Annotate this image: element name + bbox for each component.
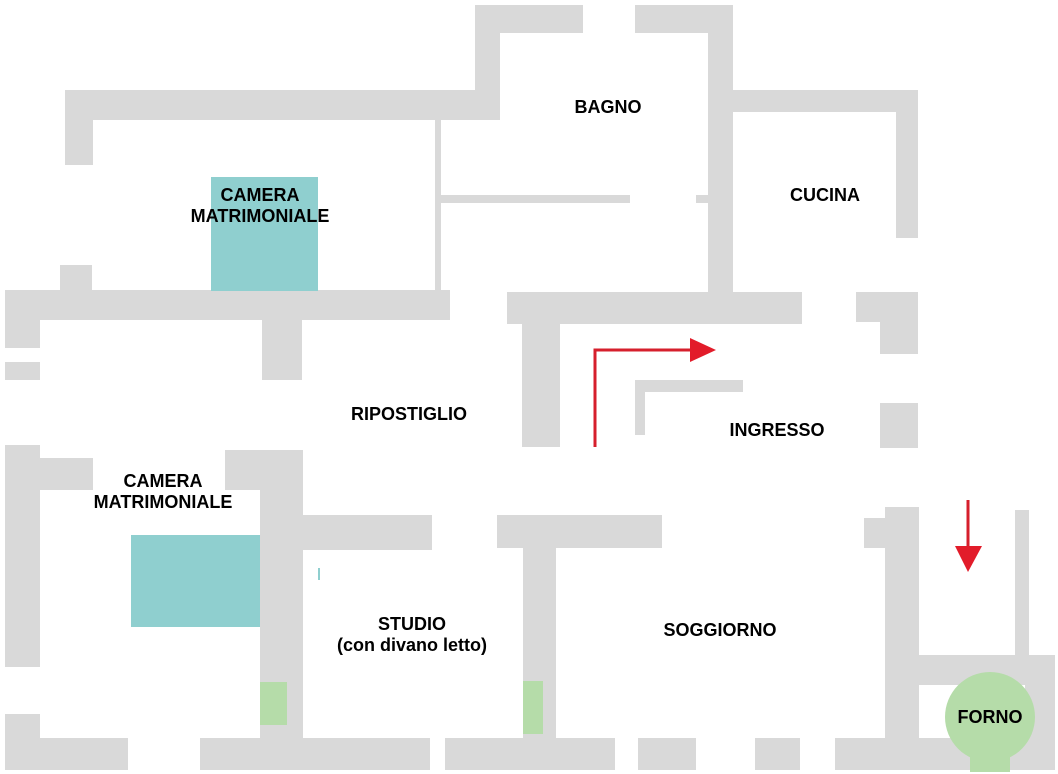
wall: [5, 362, 40, 380]
wall: [5, 290, 40, 348]
wall: [635, 380, 743, 392]
wall: [65, 90, 93, 165]
wall: [445, 738, 615, 770]
label-forno: FORNO: [957, 707, 1023, 727]
wall: [497, 515, 662, 548]
wall: [5, 458, 93, 490]
label-cucina: CUCINA: [790, 185, 860, 205]
wall: [5, 738, 128, 770]
wall: [635, 380, 645, 435]
entrance-arrow: [593, 338, 716, 447]
wall: [755, 738, 800, 770]
label-camera-top-line1: CAMERA: [220, 185, 300, 205]
label-studio-line2: (con divano letto): [337, 635, 487, 655]
wall: [708, 5, 733, 295]
label-soggiorno: SOGGIORNO: [663, 620, 777, 640]
tick-mark: [318, 568, 320, 580]
wall: [880, 292, 918, 354]
label-camera-bottom-line1: CAMERA: [123, 471, 203, 491]
plant: [260, 682, 287, 725]
label-ripostiglio: RIPOSTIGLIO: [350, 404, 467, 424]
bed-bottom: [131, 535, 260, 627]
label-ingresso: INGRESSO: [729, 420, 825, 440]
wall: [65, 90, 500, 120]
thin-wall: [696, 195, 710, 203]
forno-circle: [945, 672, 1035, 762]
label-camera-bottom: CAMERA MATRIMONIALE: [73, 471, 253, 513]
walls: [5, 5, 1055, 770]
exit-arrow: [955, 500, 982, 572]
label-camera-top: CAMERA MATRIMONIALE: [170, 185, 350, 227]
label-camera-top-line2: MATRIMONIALE: [190, 206, 330, 226]
label-studio: STUDIO (con divano letto): [322, 614, 502, 656]
plant: [523, 681, 543, 734]
wall: [262, 290, 302, 380]
bed-top: [211, 177, 318, 291]
wall: [638, 738, 696, 770]
thin-wall: [435, 195, 630, 203]
wall: [522, 292, 560, 447]
wall: [896, 90, 918, 238]
forno-base: [970, 740, 1010, 772]
wall: [1015, 510, 1029, 658]
label-studio-line1: STUDIO: [377, 614, 446, 634]
wall: [708, 90, 918, 112]
wall: [885, 507, 919, 742]
wall: [260, 515, 432, 550]
label-bagno: BAGNO: [574, 97, 642, 117]
thin-wall: [435, 120, 441, 295]
label-camera-bottom-line2: MATRIMONIALE: [93, 492, 233, 512]
wall: [880, 403, 918, 448]
wall: [200, 738, 430, 770]
wall: [5, 290, 450, 320]
